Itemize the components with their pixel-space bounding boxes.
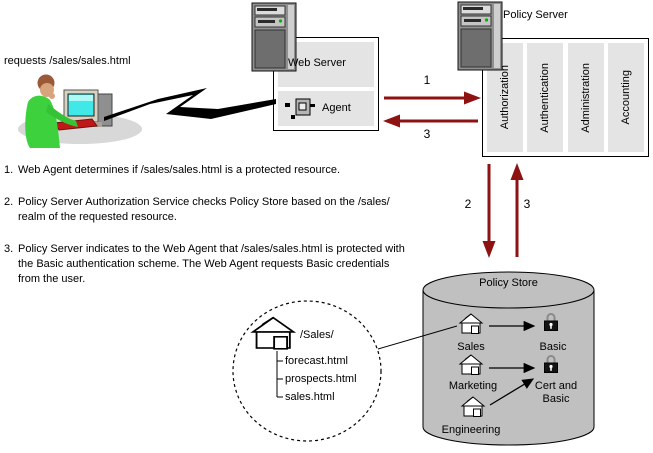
- step-1: 1. Web Agent determines if /sales/sales.…: [4, 163, 414, 178]
- policy-store-title: Policy Store: [479, 277, 538, 289]
- arrow-label-1: 1: [423, 73, 431, 87]
- step-text: Policy Server indicates to the Web Agent…: [18, 243, 405, 285]
- service-column-administration: Administration: [568, 43, 604, 152]
- realm-detail-circle: [232, 300, 382, 442]
- service-column-authorization: Authorization: [487, 43, 523, 152]
- policy-server-title: Policy Server: [503, 9, 568, 21]
- resource-tree-lines: [276, 351, 283, 398]
- step-number: 2.: [4, 196, 14, 208]
- realm-label-engineering: Engineering: [441, 424, 501, 436]
- service-column-accounting: Accounting: [608, 43, 644, 152]
- web-server-title: Web Server: [288, 57, 346, 69]
- scheme-label-cert-and-basic: Cert and Basic: [534, 380, 578, 405]
- file-label-sales: sales.html: [285, 391, 335, 403]
- user-request-label: requests /sales/sales.html: [4, 55, 131, 67]
- circle-to-sales-connector: [377, 325, 458, 350]
- realm-label-sales: Sales: [457, 341, 485, 353]
- step-number: 1.: [4, 164, 14, 176]
- step-text: Web Agent determines if /sales/sales.htm…: [18, 164, 341, 176]
- service-label: Authorization: [499, 65, 511, 130]
- cert-and-basic-lock-icon: [543, 355, 559, 374]
- sales-realm-house-icon-large: [251, 316, 295, 350]
- service-label: Accounting: [620, 70, 632, 125]
- step-number: 3.: [4, 243, 14, 255]
- step-2: 2. Policy Server Authorization Service c…: [4, 195, 414, 225]
- policy-server-box: Authorization Authentication Administrat…: [482, 38, 649, 157]
- agent-panel: [278, 91, 374, 126]
- service-label: Administration: [580, 62, 592, 133]
- file-label-prospects: prospects.html: [285, 373, 357, 385]
- marketing-house-icon: [459, 354, 483, 375]
- engineering-house-icon: [461, 396, 485, 417]
- policy-store-cylinder: [422, 271, 595, 446]
- service-column-authentication: Authentication: [527, 43, 563, 152]
- realm-root-label: /Sales/: [300, 329, 334, 341]
- user-at-computer-clipart: [18, 74, 142, 148]
- explanation-steps: 1. Web Agent determines if /sales/sales.…: [4, 163, 414, 287]
- agent-label: Agent: [322, 102, 351, 114]
- step-text: Policy Server Authorization Service chec…: [18, 196, 390, 223]
- web-server-box: [273, 37, 379, 131]
- file-label-forecast: forecast.html: [285, 355, 348, 367]
- step-3: 3. Policy Server indicates to the Web Ag…: [4, 242, 414, 287]
- lightning-bolt-icon: [104, 88, 276, 121]
- arrow-label-2: 2: [464, 197, 472, 211]
- arrow-label-3-left: 3: [423, 127, 431, 141]
- realm-label-marketing: Marketing: [448, 380, 498, 392]
- sales-house-icon: [459, 313, 483, 334]
- service-label: Authentication: [539, 62, 551, 133]
- arrow-label-3-right: 3: [523, 197, 531, 211]
- scheme-label-basic: Basic: [539, 341, 567, 353]
- store-mapping-arrows: [489, 320, 536, 406]
- basic-lock-icon: [543, 313, 559, 332]
